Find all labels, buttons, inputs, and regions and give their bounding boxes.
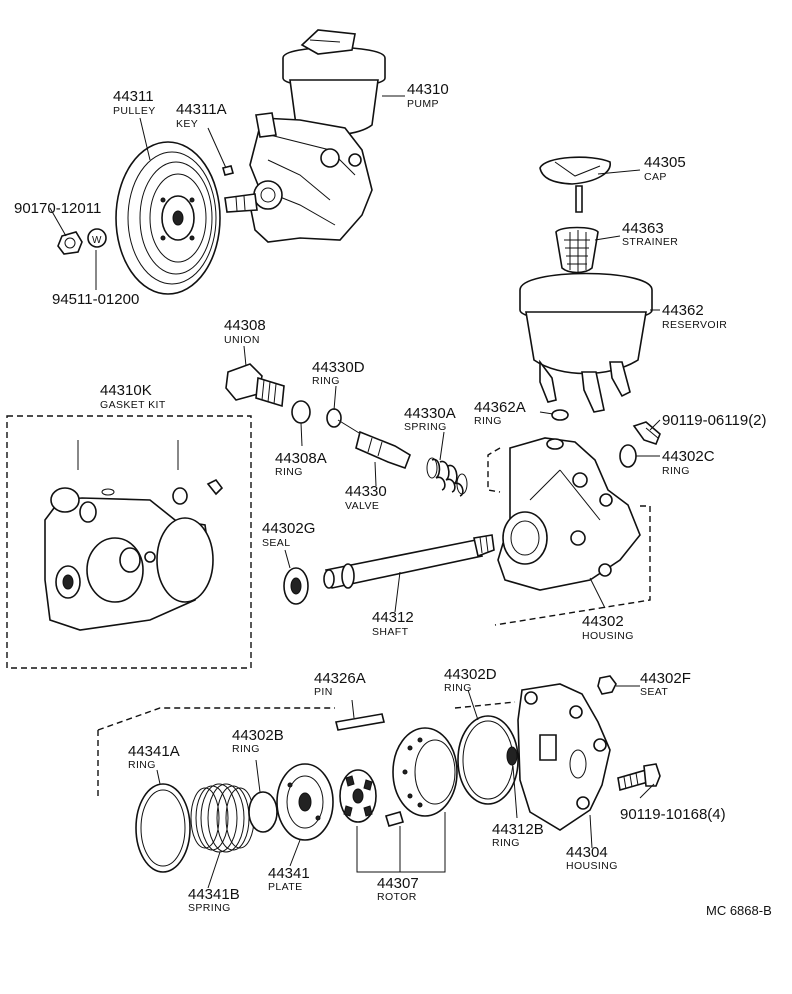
label-44302G-number: 44302G [262, 520, 315, 537]
label-44312-number: 44312 [372, 609, 414, 626]
union-drawing [225, 363, 285, 408]
spring-44330A-drawing [426, 457, 468, 497]
label-44330A-name: SPRING [404, 421, 447, 433]
ring-44362A-drawing [551, 409, 569, 421]
label-44330A-number: 44330A [404, 405, 456, 422]
label-44312B-name: RING [492, 837, 520, 849]
label-44308-number: 44308 [224, 317, 266, 334]
shaft-drawing [323, 534, 495, 589]
label-44310-number: 44310 [407, 81, 449, 98]
bolt-90119-10168-drawing [617, 763, 661, 792]
ring-44302C-drawing [619, 444, 637, 468]
label-44302F-number: 44302F [640, 670, 691, 687]
label-44362A-number: 44362A [474, 399, 526, 416]
label-44302B-number: 44302B [232, 727, 284, 744]
label-44311A-name: KEY [176, 118, 198, 130]
label-44310K-number: 44310K [100, 382, 152, 399]
pin-drawing [335, 713, 385, 731]
label-44302-name: HOUSING [582, 630, 634, 642]
label-44362-number: 44362 [662, 302, 704, 319]
ring-44330D-drawing [326, 408, 342, 428]
label-44307-name: ROTOR [377, 891, 417, 903]
label-44310K-name: GASKET KIT [100, 399, 166, 411]
label-44304-number: 44304 [566, 844, 608, 861]
label-44302F-name: SEAT [640, 686, 668, 698]
rotor-drawing [339, 727, 458, 873]
label-90119a-number: 90119-06119(2) [662, 412, 767, 429]
label-44341A-number: 44341A [128, 743, 180, 760]
label-44302-number: 44302 [582, 613, 624, 630]
label-44302G-name: SEAL [262, 537, 290, 549]
label-44362A-name: RING [474, 415, 502, 427]
ring-44308A-drawing [291, 400, 311, 424]
seat-drawing [597, 675, 617, 695]
spring-44341B-drawing [190, 783, 255, 853]
leader-lines [49, 95, 661, 889]
ring-44302B-drawing [248, 791, 278, 833]
gasket-kit-box [6, 415, 252, 669]
label-44362-name: RESERVOIR [662, 319, 727, 331]
label-44308-name: UNION [224, 334, 260, 346]
label-44305-name: CAP [644, 171, 667, 183]
nut-washer-drawing: W [57, 228, 107, 255]
label-44326A-name: PIN [314, 686, 333, 698]
pulley-drawing [115, 141, 221, 295]
label-44363-name: STRAINER [622, 236, 678, 248]
label-44310-name: PUMP [407, 98, 439, 110]
part-labels: 44310 PUMP 44311 PULLEY 44311A KEY 90170… [14, 81, 772, 918]
seal-44302G-drawing [283, 567, 309, 605]
label-44330D-name: RING [312, 375, 340, 387]
housing-44304-drawing [517, 683, 611, 831]
label-44341A-name: RING [128, 759, 156, 771]
washer-mark: W [92, 235, 102, 246]
label-44302C-number: 44302C [662, 448, 715, 465]
housing-44302-drawing [487, 437, 651, 626]
label-44311A-number: 44311A [176, 101, 227, 118]
label-44311-name: PULLEY [113, 105, 156, 117]
label-44311-number: 44311 [113, 88, 154, 105]
label-44363-number: 44363 [622, 220, 664, 237]
ring-44302D-drawing [457, 715, 519, 805]
label-44312-name: SHAFT [372, 626, 409, 638]
diagram-code: MC 6868-B [706, 903, 772, 918]
label-44330-name: VALVE [345, 500, 379, 512]
label-44326A-number: 44326A [314, 670, 366, 687]
label-44341B-name: SPRING [188, 902, 231, 914]
label-90119b-number: 90119-10168(4) [620, 806, 726, 823]
label-44302D-name: RING [444, 682, 472, 694]
label-44302C-name: RING [662, 465, 690, 477]
label-44312B-number: 44312B [492, 821, 544, 838]
ring-44341A-drawing [135, 783, 191, 873]
label-94511-number: 94511-01200 [52, 291, 139, 308]
valve-drawing [337, 419, 411, 470]
ring-44312B-drawing [506, 746, 518, 766]
label-44302D-number: 44302D [444, 666, 497, 683]
label-44304-name: HOUSING [566, 860, 618, 872]
label-44330-number: 44330 [345, 483, 387, 500]
strainer-drawing [555, 226, 599, 274]
cap-drawing [539, 156, 611, 213]
label-44341-number: 44341 [268, 865, 310, 882]
label-44341B-number: 44341B [188, 886, 240, 903]
key-drawing [222, 165, 234, 176]
pump-assembly-drawing [224, 29, 386, 243]
label-44330D-number: 44330D [312, 359, 365, 376]
label-90170-number: 90170-12011 [14, 200, 101, 217]
label-44302B-name: RING [232, 743, 260, 755]
label-44307-number: 44307 [377, 875, 419, 892]
label-44305-number: 44305 [644, 154, 686, 171]
label-44341-name: PLATE [268, 881, 302, 893]
bolt-90119-06119-drawing [632, 421, 661, 445]
label-44308A-name: RING [275, 466, 303, 478]
reservoir-drawing [519, 272, 653, 413]
plate-drawing [276, 763, 334, 841]
lower-group-frame [97, 701, 516, 800]
label-44308A-number: 44308A [275, 450, 327, 467]
